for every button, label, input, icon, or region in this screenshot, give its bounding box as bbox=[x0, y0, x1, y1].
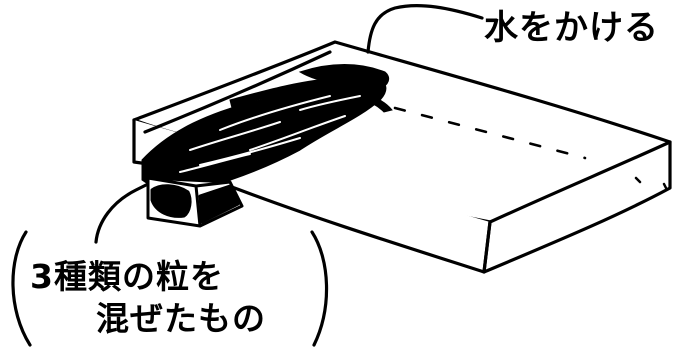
face-mark bbox=[634, 176, 642, 184]
water-dashed-line bbox=[393, 106, 587, 160]
right-paren bbox=[310, 230, 329, 347]
face-mark bbox=[662, 182, 668, 190]
mixture-scribble bbox=[141, 64, 393, 192]
water-pointer bbox=[366, 4, 484, 54]
left-paren bbox=[11, 230, 32, 347]
mixture-label-line2: 混ぜたもの bbox=[96, 299, 266, 338]
mixture-label-line1: 3種類の粒を bbox=[30, 257, 224, 296]
slab-right-face bbox=[482, 140, 672, 274]
water-label: 水をかける bbox=[484, 8, 659, 48]
slab-inner-edge bbox=[143, 50, 332, 134]
mixture-streaks bbox=[179, 95, 361, 173]
cross-section-block bbox=[146, 176, 244, 228]
